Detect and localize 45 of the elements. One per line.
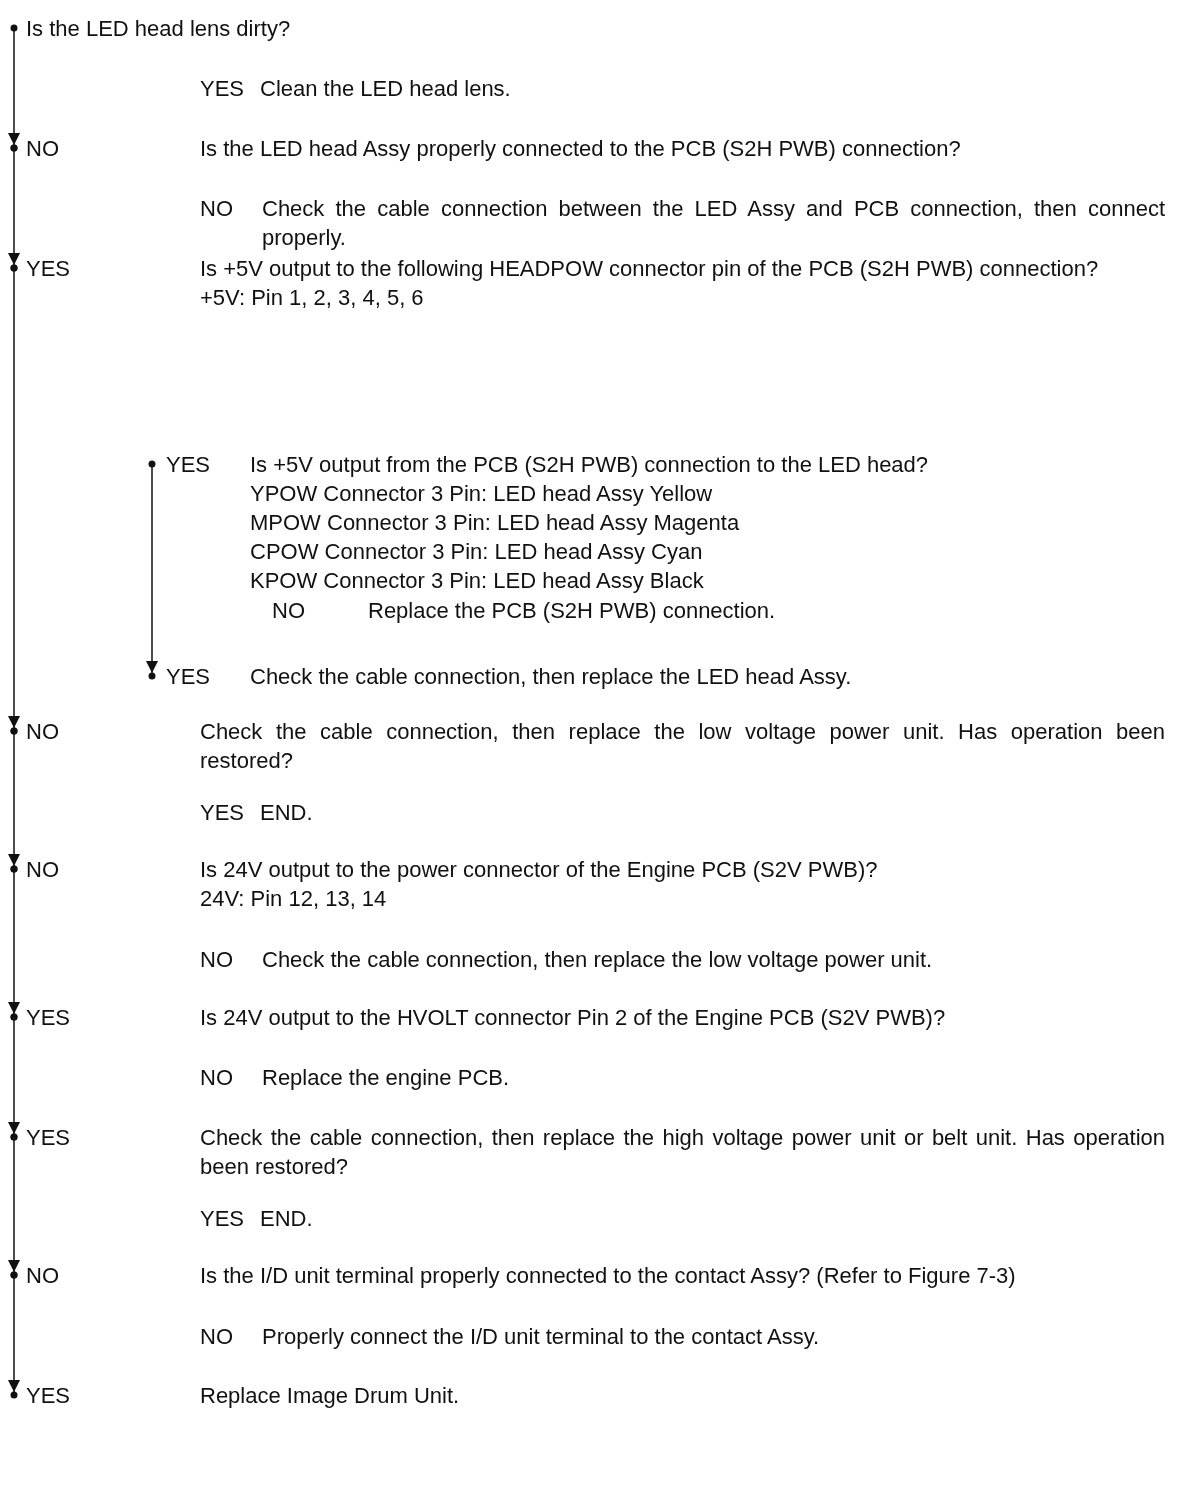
answer-label: NO: [200, 196, 233, 221]
answer-label: YES: [166, 664, 211, 689]
step-text: Replace Image Drum Unit.: [200, 1382, 461, 1410]
answer-label: NO: [26, 857, 59, 882]
step-text: Check the cable connection, then replace the high voltage power unit or belt unit. Has operation been restored?: [200, 1124, 1165, 1181]
step-text: Replace the PCB (S2H PWB) connection.: [368, 597, 777, 625]
answer-label: NO: [200, 1324, 233, 1349]
step-text: CPOW Connector 3 Pin: LED head Assy Cyan: [250, 538, 704, 566]
step-text: Is +5V output to the following HEADPOW connector pin of the PCB (S2H PWB) connection?: [200, 255, 1100, 283]
answer-label: NO: [272, 598, 305, 623]
step-text: Is 24V output to the HVOLT connector Pin 2 of the Engine PCB (S2V PWB)?: [200, 1004, 947, 1032]
answer-label: YES: [26, 256, 71, 281]
step-text: Properly connect the I/D unit terminal to the contact Assy.: [262, 1323, 821, 1351]
answer-label: YES: [166, 452, 211, 477]
step-text: +5V: Pin 1, 2, 3, 4, 5, 6: [200, 284, 425, 312]
step-text: Replace the engine PCB.: [262, 1064, 511, 1092]
step-text: Is +5V output from the PCB (S2H PWB) connection to the LED head?: [250, 451, 930, 479]
answer-label: NO: [200, 1065, 233, 1090]
step-text: 24V: Pin 12, 13, 14: [200, 885, 388, 913]
answer-label: YES: [200, 800, 245, 825]
answer-label: YES: [26, 1005, 71, 1030]
answer-label: YES: [200, 76, 245, 101]
answer-label: YES: [200, 1206, 245, 1231]
step-text: Clean the LED head lens.: [260, 75, 512, 103]
step-text: Is 24V output to the power connector of the Engine PCB (S2V PWB)?: [200, 856, 879, 884]
flow-arrow: [8, 1271, 20, 1399]
step-text: Check the cable connection, then replace the LED head Assy.: [250, 663, 853, 691]
step-text: END.: [260, 1205, 314, 1233]
step-text: END.: [260, 799, 314, 827]
step-text: Is the I/D unit terminal properly connected to the contact Assy? (Refer to Figure 7-3): [200, 1262, 1017, 1290]
step-text: Is the LED head Assy properly connected to the PCB (S2H PWB) connection?: [200, 135, 962, 163]
step-text: Check the cable connection, then replace the low voltage power unit. Has operation been restored?: [200, 718, 1165, 775]
answer-label: NO: [200, 947, 233, 972]
step-text: KPOW Connector 3 Pin: LED head Assy Black: [250, 567, 705, 595]
answer-label: NO: [26, 719, 59, 744]
step-text: Check the cable connection between the LED Assy and PCB connection, then connect properly.: [262, 195, 1165, 252]
answer-label: NO: [26, 136, 59, 161]
step-text: Check the cable connection, then replace the low voltage power unit.: [262, 946, 934, 974]
answer-label: YES: [26, 1125, 71, 1150]
step-text: YPOW Connector 3 Pin: LED head Assy Yellow: [250, 480, 714, 508]
step-text: MPOW Connector 3 Pin: LED head Assy Magenta: [250, 509, 741, 537]
flow-arrow: [146, 460, 158, 680]
step-text: Is the LED head lens dirty?: [26, 15, 292, 43]
answer-label: YES: [26, 1383, 71, 1408]
answer-label: NO: [26, 1263, 59, 1288]
